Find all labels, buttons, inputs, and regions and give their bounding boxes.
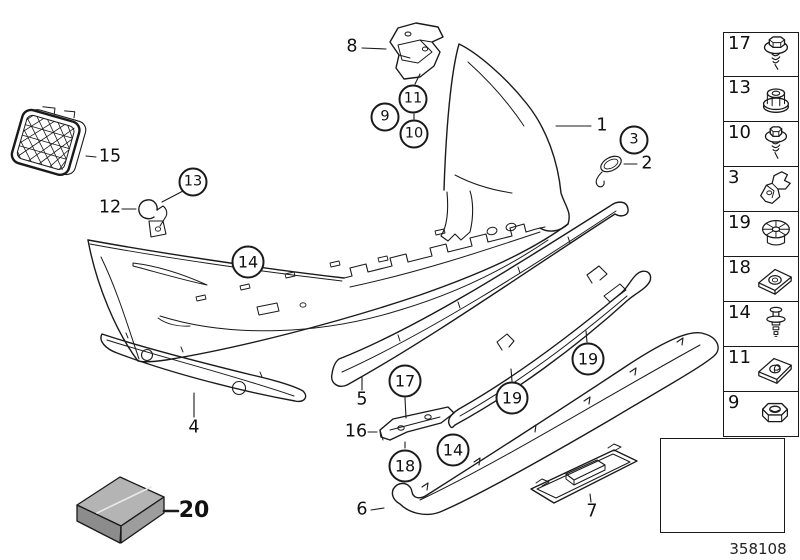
part-label-15[interactable]: 15 [98, 146, 122, 167]
part-8-side-bracket [389, 22, 444, 80]
callout-circle-19a[interactable]: 19 [571, 342, 605, 376]
legend-label-18: 18 [728, 257, 751, 278]
part-label-4[interactable]: 4 [188, 417, 200, 438]
callout-circle-17[interactable]: 17 [388, 364, 422, 398]
callout-circle-13[interactable]: 13 [178, 167, 208, 197]
legend-label-10: 10 [728, 122, 751, 143]
part-label-16[interactable]: 16 [344, 421, 368, 442]
hex-screw-washer-icon [764, 126, 788, 159]
callout-circle-14b[interactable]: 14 [436, 433, 470, 467]
legend-cell-17[interactable]: 17 [723, 32, 799, 77]
part-label-2[interactable]: 2 [641, 153, 653, 174]
legend-cell-14[interactable]: 14 [723, 302, 799, 347]
part-label-20[interactable]: 20 [178, 498, 210, 523]
callout-circle-14a[interactable]: 14 [231, 245, 265, 279]
legend-label-14: 14 [728, 302, 751, 323]
fastener-legend: 17 13 [723, 32, 799, 437]
part-15-vent-grille [10, 106, 87, 177]
expanding-nut-icon [762, 220, 790, 246]
part-2-towing-eye-cover [595, 155, 622, 188]
legend-cell-13[interactable]: 13 [723, 77, 799, 122]
flange-nut-icon [762, 88, 789, 113]
callout-circle-9[interactable]: 9 [370, 102, 400, 132]
legend-label-3: 3 [728, 167, 740, 188]
part-6-lower-valence [391, 332, 719, 516]
part-7-licence-plate-base [530, 443, 638, 504]
hex-nut-icon [761, 402, 789, 423]
bracket-clip-icon [760, 171, 791, 204]
legend-label-13: 13 [728, 77, 751, 98]
legend-cell-11[interactable]: 11 [723, 347, 799, 392]
part-4-moulding-strip [100, 332, 307, 403]
legend-cell-3[interactable]: 3 [723, 167, 799, 212]
part-1-bumper-trim-panel [87, 43, 570, 363]
part-label-12[interactable]: 12 [98, 197, 122, 218]
expanding-rivet-icon [766, 306, 786, 337]
part-19-reinforcement-rail [447, 265, 652, 429]
part-label-1[interactable]: 1 [596, 115, 608, 136]
part-label-7[interactable]: 7 [586, 501, 598, 522]
legend-cell-9[interactable]: 9 [723, 392, 799, 437]
legend-label-19: 19 [728, 212, 751, 233]
part-label-6[interactable]: 6 [356, 499, 368, 520]
leader-lines [85, 47, 638, 513]
legend-label-9: 9 [728, 392, 740, 413]
clamp-nut-icon [758, 357, 792, 384]
callout-circle-10[interactable]: 10 [399, 119, 429, 149]
legend-label-17: 17 [728, 33, 751, 54]
legend-cell-18[interactable]: 18 [723, 257, 799, 302]
drawing-number: 358108 [729, 540, 787, 558]
callout-circle-11[interactable]: 11 [398, 84, 428, 114]
part-5-trim-strip [331, 201, 629, 387]
callout-circle-18[interactable]: 18 [388, 449, 422, 483]
part-label-8[interactable]: 8 [346, 36, 358, 57]
callout-circle-3[interactable]: 3 [619, 125, 649, 155]
vehicle-reference-box [660, 438, 785, 533]
part-20-repair-kit-box [76, 476, 165, 544]
speed-nut-icon [758, 268, 792, 295]
hex-screw-washer-icon [763, 36, 789, 70]
callout-circle-19b[interactable]: 19 [495, 381, 529, 415]
legend-label-11: 11 [728, 347, 751, 368]
part-label-5[interactable]: 5 [356, 389, 368, 410]
legend-cell-10[interactable]: 10 [723, 122, 799, 167]
legend-cell-19[interactable]: 19 [723, 212, 799, 257]
part-12-hook [138, 199, 168, 238]
part-16-bracket [379, 406, 455, 441]
